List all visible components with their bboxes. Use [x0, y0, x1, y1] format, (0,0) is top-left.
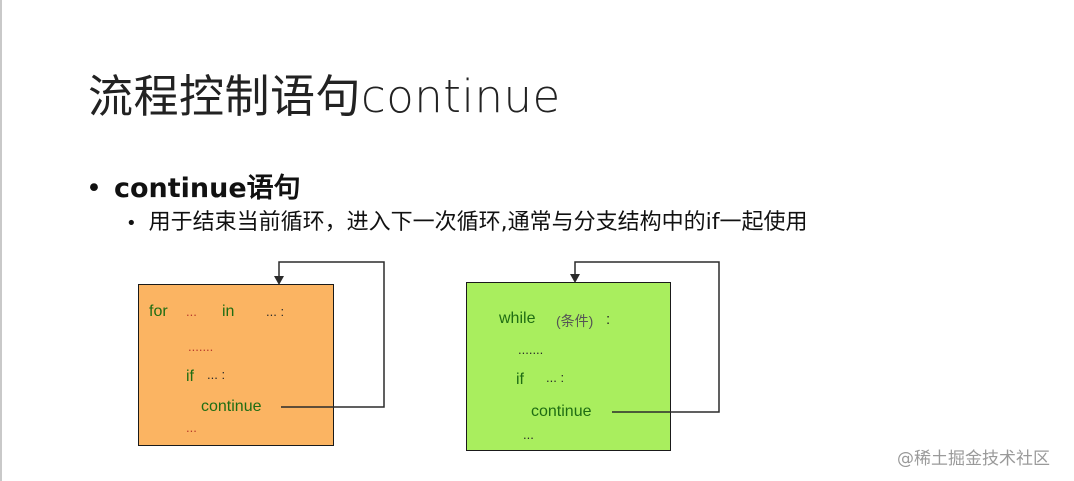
if-keyword: if [186, 368, 194, 385]
if-condition-dots: ... : [207, 367, 226, 382]
in-keyword: in [222, 303, 235, 320]
while-colon: : [606, 311, 611, 328]
left-edge-divider [0, 0, 2, 481]
bullet-dot-icon: • [126, 213, 137, 234]
for-iterable-dots: ... : [266, 304, 285, 319]
bullet-dot-icon: • [86, 173, 102, 204]
if-condition-dots: ... : [546, 370, 565, 385]
for-keyword: for [149, 303, 168, 320]
while-loop-box [466, 282, 671, 451]
bullet-continue-statement: • continue语句 [86, 166, 301, 205]
while-trailing-dots: ... [523, 427, 534, 442]
while-body-dots: ....... [518, 342, 544, 357]
while-condition: (条件) [556, 313, 594, 329]
for-dots: ... [186, 304, 197, 319]
bullet-level2-text: 用于结束当前循环，进入下一次循环,通常与分支结构中的if一起使用 [148, 210, 808, 235]
for-body-dots: ....... [188, 339, 214, 354]
bullet-level1-text: continue语句 [113, 173, 301, 204]
bullet-description: • 用于结束当前循环，进入下一次循环,通常与分支结构中的if一起使用 [126, 204, 807, 236]
while-keyword: while [499, 310, 536, 327]
if-keyword: if [516, 371, 524, 388]
for-trailing-dots: ... [186, 420, 197, 435]
slide-title: 流程控制语句continue [88, 70, 561, 123]
continue-keyword: continue [531, 403, 592, 420]
continue-keyword: continue [201, 398, 262, 415]
watermark: @稀土掘金技术社区 [897, 449, 1050, 469]
